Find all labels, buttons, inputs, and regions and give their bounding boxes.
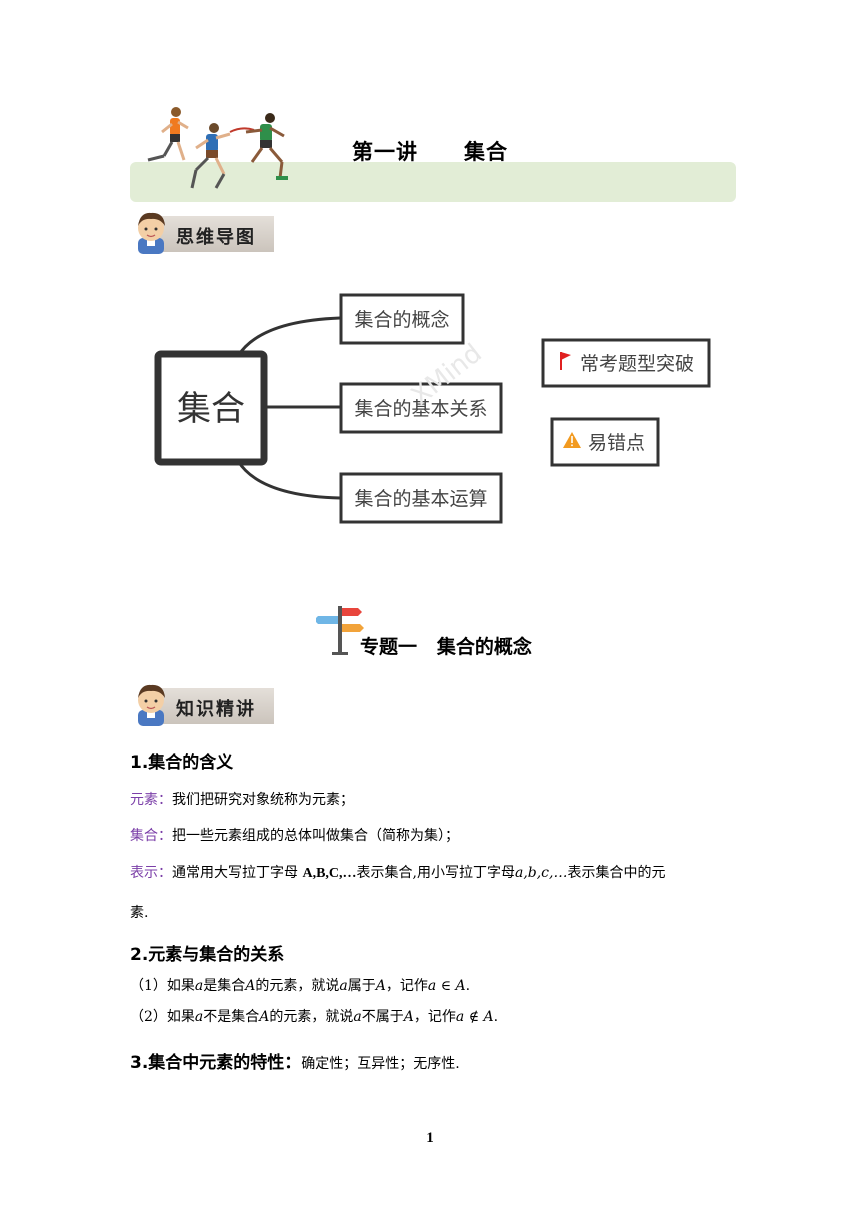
- definition-element: 元素：我们把研究对象统称为元素；: [130, 789, 354, 809]
- mind-map-branch-relation: 集合的基本关系: [339, 382, 503, 434]
- math-var: A: [245, 978, 256, 994]
- math-var: A: [259, 1009, 270, 1025]
- text: 的元素，就说: [255, 978, 340, 994]
- runner-blue: [190, 123, 231, 189]
- title-topic: 集合: [464, 140, 508, 164]
- section-2-title: 2.元素与集合的关系: [130, 945, 285, 965]
- boy-avatar-icon: [138, 212, 165, 254]
- text: （2）如果: [130, 1009, 195, 1025]
- math-var: A: [375, 978, 386, 994]
- branch-label: 集合的基本关系: [354, 398, 487, 420]
- math-expression: a ∈ A: [427, 978, 466, 994]
- mind-map-connectors: [236, 316, 341, 500]
- text: （1）如果: [130, 978, 195, 994]
- flag-icon: [560, 352, 571, 370]
- element-label: 元素：: [130, 792, 172, 808]
- document-title: 第一讲 集合: [330, 136, 530, 166]
- relation-belongs: （1）如果a是集合A的元素，就说a属于A，记作a ∈ A.: [130, 975, 470, 995]
- notation-label: 表示：: [130, 865, 172, 881]
- math-var: a: [339, 978, 348, 994]
- text: 是集合: [203, 978, 246, 994]
- side-item-label: 常考题型突破: [580, 353, 694, 375]
- math-var: a: [194, 1009, 204, 1025]
- branch-label: 集合的概念: [354, 308, 449, 331]
- side-item-error-points: 易错点: [550, 417, 660, 467]
- mind-map-branch-concept: 集合的概念: [339, 293, 465, 345]
- element-text: 我们把研究对象统称为元素；: [172, 792, 354, 808]
- side-item-label: 易错点: [588, 432, 645, 454]
- section-3-text: 确定性；互异性；无序性.: [301, 1056, 460, 1072]
- notation-wrap: 素.: [130, 905, 149, 921]
- math-var: a: [194, 978, 204, 994]
- signpost-icon: [316, 606, 364, 655]
- title-lecture: 第一讲: [352, 140, 418, 164]
- mind-map: 集合 集合的概念 集合的基本关系 集合的基本运算 XMind 常考题型突破 易错…: [154, 293, 711, 524]
- text: 不属于: [361, 1009, 404, 1025]
- notation-lower: a,b,c,…: [514, 865, 568, 881]
- badge-label: 知识精讲: [176, 699, 256, 720]
- runner-orange: [147, 107, 189, 162]
- notation-text-b: 表示集合,用小写拉丁字母: [356, 865, 515, 881]
- notation-upper: A,B,C,…: [302, 866, 357, 881]
- section-3-title: 3.集合中元素的特性：确定性；互异性；无序性.: [130, 1048, 460, 1073]
- warning-icon: [563, 432, 581, 448]
- set-label: 集合：: [130, 828, 172, 844]
- text: ，记作: [385, 978, 428, 994]
- math-var: A: [403, 1009, 414, 1025]
- topic-heading: 专题一 集合的概念: [360, 636, 532, 658]
- definition-set: 集合：把一些元素组成的总体叫做集合（简称为集）；: [130, 825, 459, 845]
- text: ，记作: [413, 1009, 456, 1025]
- page-number: 1: [426, 1130, 434, 1146]
- badge-knowledge: 知识精讲: [130, 680, 276, 726]
- notation-text-c: 表示集合中的元: [567, 865, 666, 881]
- notation-text-a: 通常用大写拉丁字母: [172, 865, 303, 881]
- badge-label: 思维导图: [176, 227, 256, 248]
- section-3-heading: 3.集合中元素的特性：: [130, 1053, 302, 1073]
- header-band: [130, 162, 736, 202]
- runner-green: [245, 113, 288, 180]
- badge-mind-map: 思维导图: [130, 208, 276, 254]
- badge-plate: 知识精讲: [156, 688, 274, 724]
- runners-illustration: [147, 107, 288, 189]
- text: .: [493, 1009, 499, 1025]
- math-expression: a ∉ A: [455, 1009, 494, 1025]
- badge-plate: 思维导图: [156, 216, 274, 252]
- text: 属于: [347, 978, 376, 994]
- set-text: 把一些元素组成的总体叫做集合（简称为集）；: [172, 828, 459, 844]
- mind-map-branch-operation: 集合的基本运算: [339, 472, 503, 524]
- branch-label: 集合的基本运算: [354, 488, 487, 510]
- definition-notation: 表示：通常用大写拉丁字母 A,B,C,…表示集合,用小写拉丁字母a,b,c,…表…: [130, 862, 665, 882]
- text: 不是集合: [203, 1009, 260, 1025]
- side-item-common-problems: 常考题型突破: [541, 338, 711, 388]
- relation-not-belongs: （2）如果a不是集合A的元素，就说a不属于A，记作a ∉ A.: [130, 1006, 498, 1026]
- mind-map-root: 集合: [154, 350, 268, 466]
- text: .: [465, 978, 471, 994]
- mind-map-root-label: 集合: [177, 389, 245, 429]
- section-1-title: 1.集合的含义: [130, 753, 234, 773]
- math-var: a: [353, 1009, 362, 1025]
- boy-avatar-icon: [138, 684, 165, 726]
- text: 的元素，就说: [269, 1009, 354, 1025]
